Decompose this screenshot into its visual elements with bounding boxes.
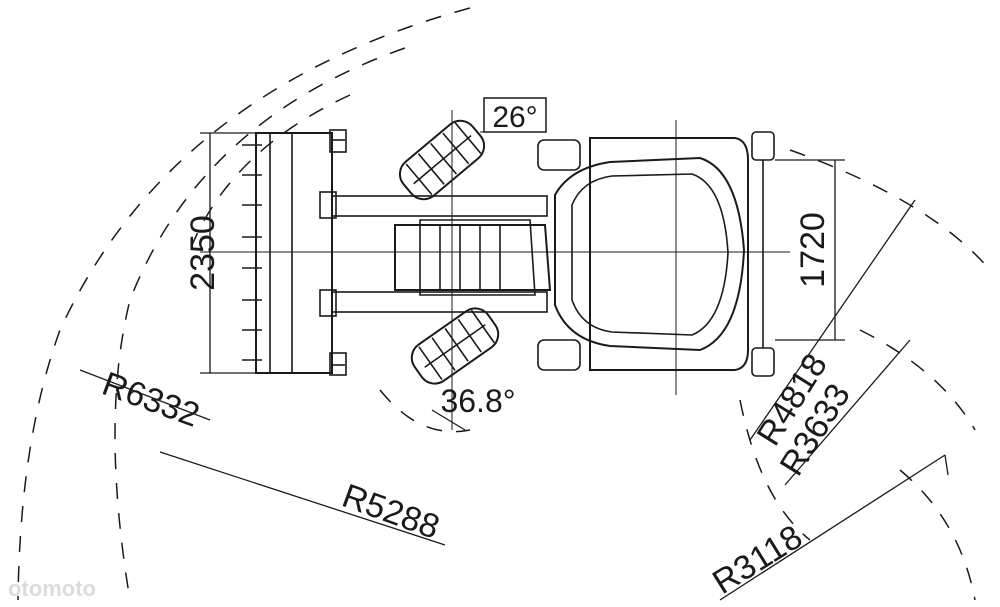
dimension-track-width [775,159,845,341]
center-lines [200,110,790,430]
label-r5288: R5288 [337,477,444,547]
front-wheel-upper [398,119,486,201]
arc-front-wheel [379,389,471,433]
arc-rear-right-2 [859,329,976,431]
arc-bottom-right [899,469,976,601]
bucket-teeth [242,144,262,361]
label-track-width: 1720 [794,212,832,288]
turning-radius-arcs [17,7,991,601]
radius-leaders [79,199,949,601]
front-wheel-lower [410,307,500,385]
watermark-text: otomoto [8,576,96,601]
leader-r3118 [719,454,946,601]
lift-arms [319,191,548,317]
leader-r3633 [784,339,911,486]
label-r3118: R3118 [706,518,809,602]
arc-bucket [189,94,351,251]
arc-outer [17,7,471,601]
rear-body [537,131,775,377]
leader-r6332 [79,369,211,421]
leader-r4818 [749,199,916,441]
arc-middle [114,47,406,601]
label-angle-lower: 36.8° [440,383,515,419]
front-frame [394,219,552,296]
dimension-overall-width [200,132,262,374]
label-overall-width: 2350 [184,215,222,291]
leader-r5288 [159,451,446,546]
arc-rear-right [789,149,991,271]
bucket [242,129,347,376]
label-r6332: R6332 [97,365,204,435]
label-angle-upper: 26° [492,101,537,134]
dimension-labels: 2350 1720 26° 36.8° R6332 R5288 R4818 R3… [97,101,858,602]
